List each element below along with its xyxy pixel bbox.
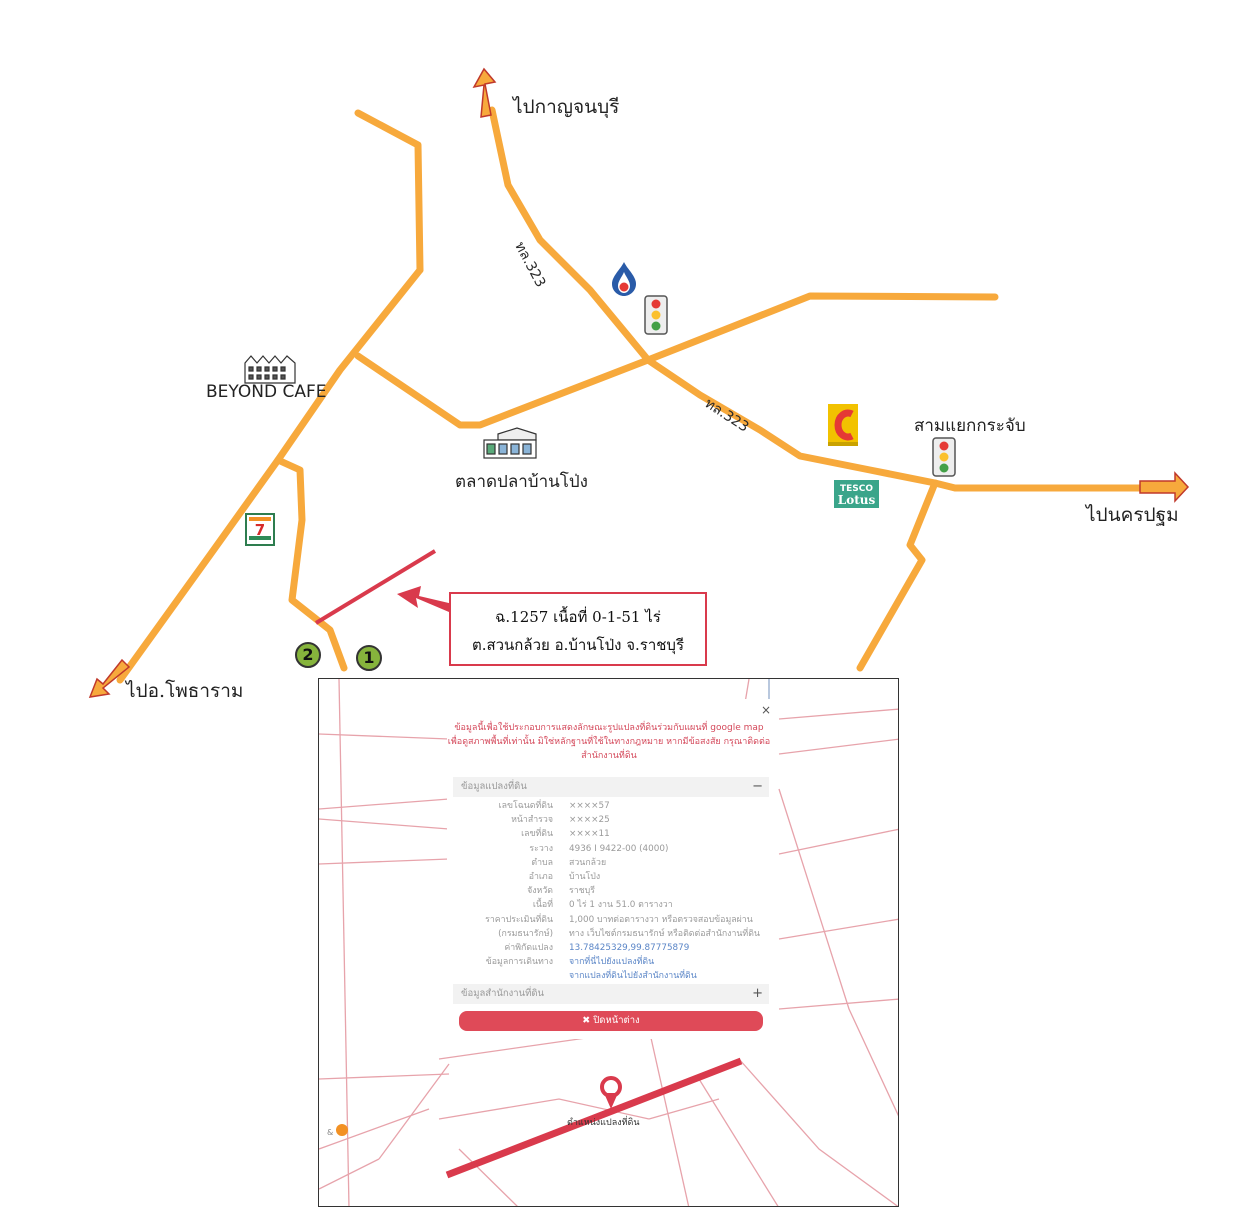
info-value: 0 ไร่ 1 งาน 51.0 ตารางวา	[569, 900, 673, 911]
road-to-nakhon-pathom	[931, 479, 1154, 492]
label-to-nakhon-pathom: ไปนครปฐม	[1086, 504, 1179, 526]
info-row: ตำบล สวนกล้วย	[453, 856, 769, 870]
section-office-title: ข้อมูลสำนักงานที่ดิน	[461, 988, 545, 999]
info-row: ข้อมูลการเดินทาง จากที่นี่ไปยังแปลงที่ดิน	[453, 955, 769, 969]
info-value: สวนกล้วย	[569, 857, 607, 868]
road-323-north	[488, 106, 652, 364]
directions-to-parcel-link[interactable]: จากที่นี่ไปยังแปลงที่ดิน	[569, 957, 655, 968]
arrow-photharam-icon	[88, 658, 131, 698]
big-c-icon	[828, 404, 858, 446]
info-value: ราชบุรี	[569, 886, 595, 897]
info-row: อำเภอ บ้านโป่ง	[453, 870, 769, 884]
road-north-west	[354, 109, 424, 274]
info-key: จังหวัด	[527, 886, 553, 897]
label-fish-market: ตลาดปลาบ้านโป่ง	[455, 472, 588, 492]
info-key: (กรมธนารักษ์)	[498, 928, 553, 939]
info-value: ××××25	[569, 815, 610, 826]
ptt-gas-station-icon	[612, 262, 636, 296]
info-row: เลขโฉนดที่ดิน ××××57	[453, 799, 769, 813]
pointer-arrow-icon	[397, 586, 453, 612]
info-row: เลขที่ดิน ××××11	[453, 827, 769, 841]
parcel-line	[314, 549, 437, 625]
road-market	[354, 292, 999, 429]
info-value: ทาง เว็บไซต์กรมธนารักษ์ หรือติดต่อสำนักง…	[569, 928, 760, 939]
section-parcel-title: ข้อมูลแปลงที่ดิน	[461, 781, 527, 792]
section-parcel-header[interactable]: ข้อมูลแปลงที่ดิน −	[453, 777, 769, 797]
info-row: จากแปลงที่ดินไปยังสำนักงานที่ดิน	[453, 969, 769, 983]
parcel-line-cadastral	[445, 1057, 743, 1179]
traffic-light-icon	[644, 295, 668, 335]
info-value: ××××11	[569, 829, 610, 840]
popup-close-icon[interactable]: ×	[760, 703, 771, 717]
google-place-icon: &	[327, 1124, 348, 1137]
label-to-kanchanaburi: ไปกาญจนบุรี	[513, 96, 620, 118]
info-row: (กรมธนารักษ์) ทาง เว็บไซต์กรมธนารักษ์ หรื…	[453, 927, 769, 941]
info-key: ระวาง	[529, 843, 553, 854]
label-samyaek-krachap: สามแยกกระจับ	[914, 416, 1026, 436]
marker-1: 1	[356, 645, 382, 671]
info-key: เลขโฉนดที่ดิน	[498, 801, 553, 811]
seven-eleven-text: 7	[255, 521, 265, 539]
traffic-light-icon	[932, 437, 956, 477]
info-key: เนื้อที่	[532, 900, 553, 911]
parcel-info-rows: เลขโฉนดที่ดิน ××××57 หน้าสำรวจ ××××25 เลขท…	[453, 799, 769, 984]
section-office-header[interactable]: ข้อมูลสำนักงานที่ดิน +	[453, 984, 769, 1004]
info-key: อำเภอ	[528, 872, 553, 883]
parcel-pin-icon	[600, 1076, 622, 1109]
svg-text:&: &	[327, 1128, 333, 1137]
lotus-text: Lotus	[838, 493, 876, 507]
land-info-screenshot: & ตำแหน่งแปลงที่ดิน × ข้อมูลนี้เพื่อใช้ป…	[318, 678, 899, 1207]
info-key: ตำบล	[531, 857, 553, 868]
info-key	[453, 969, 569, 983]
road-south-from-junction	[856, 479, 939, 672]
directions-to-office-link[interactable]: จากแปลงที่ดินไปยังสำนักงานที่ดิน	[569, 971, 697, 982]
tesco-text: TESCO	[840, 484, 873, 494]
expand-icon[interactable]: +	[752, 986, 763, 1001]
cadastral-map: &	[319, 679, 898, 1206]
info-row: เนื้อที่ 0 ไร่ 1 งาน 51.0 ตารางวา	[453, 898, 769, 912]
marker-2: 2	[295, 642, 321, 668]
collapse-icon[interactable]: −	[752, 779, 763, 794]
seven-eleven-icon: 7	[245, 513, 275, 546]
info-value: 4936 I 9422-00 (4000)	[569, 843, 669, 854]
info-key: เลขที่ดิน	[521, 829, 553, 840]
callout-line2: ต.สวนกล้วย อ.บ้านโป่ง จ.ราชบุรี	[471, 636, 685, 654]
label-to-photharam: ไปอ.โพธาราม	[126, 680, 244, 702]
info-key: หน้าสำรวจ	[511, 815, 553, 826]
land-info-popup: × ข้อมูลนี้เพื่อใช้ประกอบการแสดงลักษณะรู…	[447, 699, 771, 1039]
arrow-kanchanaburi-icon	[472, 67, 497, 118]
info-row: ราคาประเมินที่ดิน 1,000 บาทต่อตารางวา หรื…	[453, 913, 769, 927]
pin-label: ตำแหน่งแปลงที่ดิน	[567, 1118, 640, 1128]
label-beyond-cafe: BEYOND CAFE	[206, 382, 327, 402]
info-row: หน้าสำรวจ ××××25	[453, 813, 769, 827]
parcel-callout: ฉ.1257 เนื้อที่ 0-1-51 ไร่ ต.สวนกล้วย อ.…	[449, 592, 707, 666]
info-value: ××××57	[569, 801, 610, 811]
info-row: ค่าพิกัดแปลง 13.78425329,99.87775879	[453, 941, 769, 955]
cadastral-lines	[319, 679, 898, 1206]
popup-notice: ข้อมูลนี้เพื่อใช้ประกอบการแสดงลักษณะรูปแ…	[447, 723, 771, 761]
arrow-nakhon-pathom-icon	[1139, 471, 1190, 503]
info-value: บ้านโป่ง	[569, 872, 601, 883]
info-key: ค่าพิกัดแปลง	[504, 943, 553, 954]
soi-south	[274, 456, 348, 672]
info-key: ข้อมูลการเดินทาง	[485, 957, 553, 968]
fish-market-icon	[483, 427, 537, 459]
tesco-lotus-icon: TESCO Lotus	[834, 480, 879, 508]
beyond-cafe-icon	[244, 355, 296, 384]
info-key: ราคาประเมินที่ดิน	[485, 914, 553, 925]
info-row: จังหวัด ราชบุรี	[453, 884, 769, 898]
info-value: 1,000 บาทต่อตารางวา หรือตรวจสอบข้อมูลผ่า…	[569, 914, 753, 925]
road-323-east	[644, 356, 939, 487]
coordinates-link[interactable]: 13.78425329,99.87775879	[569, 943, 690, 954]
road-west-diagonal	[116, 266, 424, 684]
close-window-button[interactable]: ✖ ปิดหน้าต่าง	[459, 1011, 763, 1031]
callout-line1: ฉ.1257 เนื้อที่ 0-1-51 ไร่	[495, 608, 661, 626]
road-network	[116, 106, 1154, 684]
info-row: ระวาง 4936 I 9422-00 (4000)	[453, 842, 769, 856]
